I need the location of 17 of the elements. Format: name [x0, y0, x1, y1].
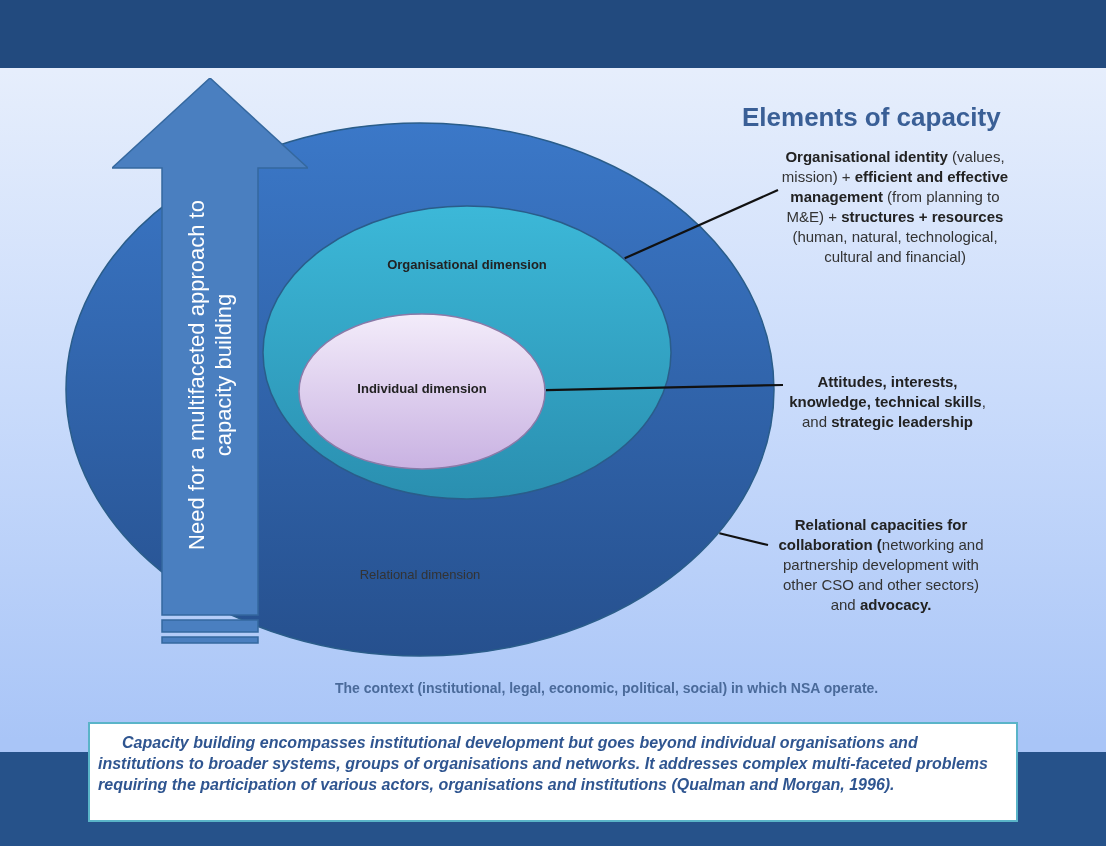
leader-line: [545, 383, 784, 392]
arrow-label: Need for a multifaceted approach to capacity building: [183, 199, 237, 552]
middle-ellipse: [262, 205, 672, 500]
context-note: The context (institutional, legal, economic, political, social) in which NSA operate.: [335, 680, 879, 696]
up-arrow: [112, 78, 308, 646]
description-text: Relational capacities for collaboration (networking and partnership development with other CSO and other sectors) and advocacy.: [770, 515, 992, 615]
leader-line: [719, 532, 769, 547]
quote-text: Capacity building encompasses institutional development but goes beyond individual organisations and institutions to broader systems, groups of organisations and networks. It addresses complex multi-faceted problems requiring the participation of various actors, organisations and institutions (Qualman and Morgan, 1996).: [98, 733, 989, 795]
inner-ellipse: [298, 313, 546, 470]
leader-line: [624, 189, 779, 260]
ellipse-label: Individual dimension: [356, 381, 488, 396]
ellipse-label: Relational dimension: [358, 567, 482, 582]
description-text: Attitudes, interests, knowledge, technical skills, and strategic leadership: [785, 372, 990, 432]
quote-box: [88, 722, 1018, 822]
description-text: Organisational identity (values, mission) + efficient and effective management (from planning to M&E) + structures + resources (human, natural, technological, cultural and financial): [780, 147, 1010, 267]
ellipse-label: Organisational dimension: [386, 257, 548, 272]
title: Elements of capacity: [742, 102, 1001, 133]
